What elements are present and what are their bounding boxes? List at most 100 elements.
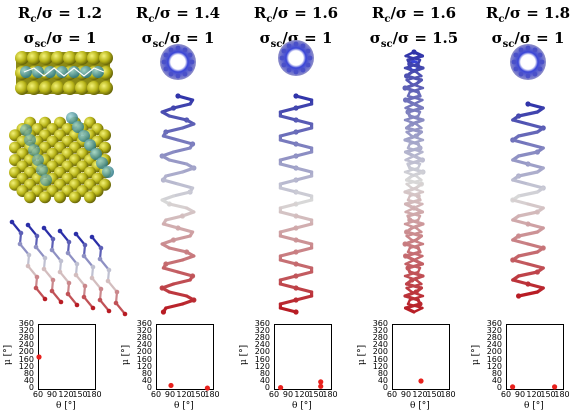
- x-axis-label: θ [°]: [174, 401, 194, 411]
- y-tick-label: 280: [254, 333, 270, 343]
- r-ratio: /σ = 1.6: [390, 4, 457, 22]
- x-tick-label: 90: [282, 390, 294, 399]
- sigma-subscript: sc: [380, 39, 393, 50]
- sigma-subscript: sc: [502, 39, 515, 50]
- x-tick-label: 180: [440, 390, 456, 399]
- y-tick-label: 280: [18, 333, 34, 343]
- y-tick-label: 160: [372, 354, 388, 364]
- x-tick-label: 60: [268, 390, 280, 399]
- x-tick-label: 90: [400, 390, 412, 399]
- data-point: [36, 354, 42, 360]
- scatter-plot-1: [36, 324, 96, 390]
- r-ratio: /σ = 1.2: [36, 4, 103, 22]
- r-ratio: /σ = 1.6: [272, 4, 339, 22]
- x-axis-label: θ [°]: [56, 401, 76, 411]
- y-tick-label: 360: [136, 319, 152, 328]
- y-tick-label: 320: [18, 326, 34, 336]
- r-ratio: /σ = 1.4: [154, 4, 221, 22]
- y-tick-label: 360: [18, 319, 34, 328]
- y-tick-label: 200: [254, 347, 270, 357]
- zigzag-chain: [23, 67, 105, 77]
- y-tick-label: 240: [136, 340, 152, 350]
- sigma-subscript: sc: [34, 39, 47, 50]
- x-axis-label: θ [°]: [410, 401, 430, 411]
- r-symbol: R: [135, 4, 149, 22]
- x-tick-label: 150: [72, 390, 88, 399]
- x-tick-label: 180: [86, 390, 102, 399]
- r-symbol: R: [371, 4, 385, 22]
- scatter-plot-3: [274, 324, 332, 391]
- y-tick-label: 280: [372, 333, 388, 343]
- data-point: [510, 384, 516, 390]
- y-tick-label: 40: [259, 375, 270, 385]
- x-tick-label: 120: [526, 390, 542, 399]
- sigma-symbol: σ: [491, 29, 503, 47]
- x-tick-label: 120: [58, 390, 74, 399]
- x-axis-label: θ [°]: [292, 401, 312, 411]
- y-tick-label: 360: [372, 319, 388, 328]
- y-tick-label: 200: [18, 347, 34, 357]
- scatter-plot-4: [392, 324, 450, 390]
- y-tick-label: 160: [136, 354, 152, 364]
- x-tick-label: 120: [412, 390, 428, 399]
- x-tick-label: 90: [46, 390, 58, 399]
- sigma-ratio: /σ = 1.5: [392, 29, 459, 47]
- y-axis-label: μ [°]: [3, 344, 14, 366]
- y-tick-label: 0: [382, 383, 388, 392]
- x-tick-label: 60: [32, 390, 44, 399]
- scatter-plot-5: [506, 324, 564, 390]
- y-tick-label: 120: [18, 361, 34, 371]
- data-point: [318, 379, 324, 385]
- y-tick-label: 80: [23, 368, 34, 378]
- data-point: [318, 383, 324, 389]
- y-tick-label: 0: [496, 383, 502, 392]
- x-axis-label: θ [°]: [524, 401, 544, 411]
- helix-top-view-2: [278, 40, 314, 76]
- y-tick-label: 360: [486, 319, 502, 328]
- x-tick-label: 180: [204, 390, 220, 399]
- y-tick-label: 80: [259, 368, 270, 378]
- data-point: [168, 382, 174, 389]
- helix-top-view-1: [160, 44, 196, 80]
- y-tick-label: 80: [491, 368, 502, 378]
- y-tick-label: 40: [23, 375, 34, 385]
- y-tick-label: 200: [136, 347, 152, 357]
- y-tick-label: 0: [264, 383, 270, 392]
- r-subscript: c: [384, 14, 391, 25]
- y-tick-label: 280: [486, 333, 502, 343]
- y-tick-label: 40: [377, 375, 388, 385]
- sigma-subscript: sc: [270, 39, 283, 50]
- sigma-ratio: /σ = 1: [164, 29, 215, 47]
- y-tick-label: 240: [18, 340, 34, 350]
- y-tick-label: 280: [136, 333, 152, 343]
- x-tick-label: 150: [308, 390, 324, 399]
- r-symbol: R: [485, 4, 499, 22]
- y-tick-label: 320: [136, 326, 152, 336]
- r-subscript: c: [266, 14, 273, 25]
- x-tick-label: 180: [322, 390, 338, 399]
- r-ratio: /σ = 1.8: [504, 4, 571, 22]
- y-tick-label: 200: [486, 347, 502, 357]
- y-tick-label: 120: [254, 361, 270, 371]
- data-point: [418, 378, 424, 384]
- y-tick-label: 240: [254, 340, 270, 350]
- scatter-plot-2: [156, 324, 214, 391]
- y-axis-label: μ [°]: [471, 344, 482, 366]
- r-subscript: c: [30, 14, 37, 25]
- x-tick-label: 120: [176, 390, 192, 399]
- x-tick-label: 120: [294, 390, 310, 399]
- y-axis-label: μ [°]: [239, 344, 250, 366]
- y-tick-label: 240: [486, 340, 502, 350]
- helix-panel-5: [527, 199, 529, 201]
- r-symbol: R: [17, 4, 31, 22]
- r-subscript: c: [498, 14, 505, 25]
- sigma-subscript: sc: [152, 39, 165, 50]
- y-tick-label: 80: [141, 368, 152, 378]
- sigma-symbol: σ: [23, 29, 35, 47]
- sigma-symbol: σ: [259, 29, 271, 47]
- sigma-ratio: /σ = 1: [46, 29, 97, 47]
